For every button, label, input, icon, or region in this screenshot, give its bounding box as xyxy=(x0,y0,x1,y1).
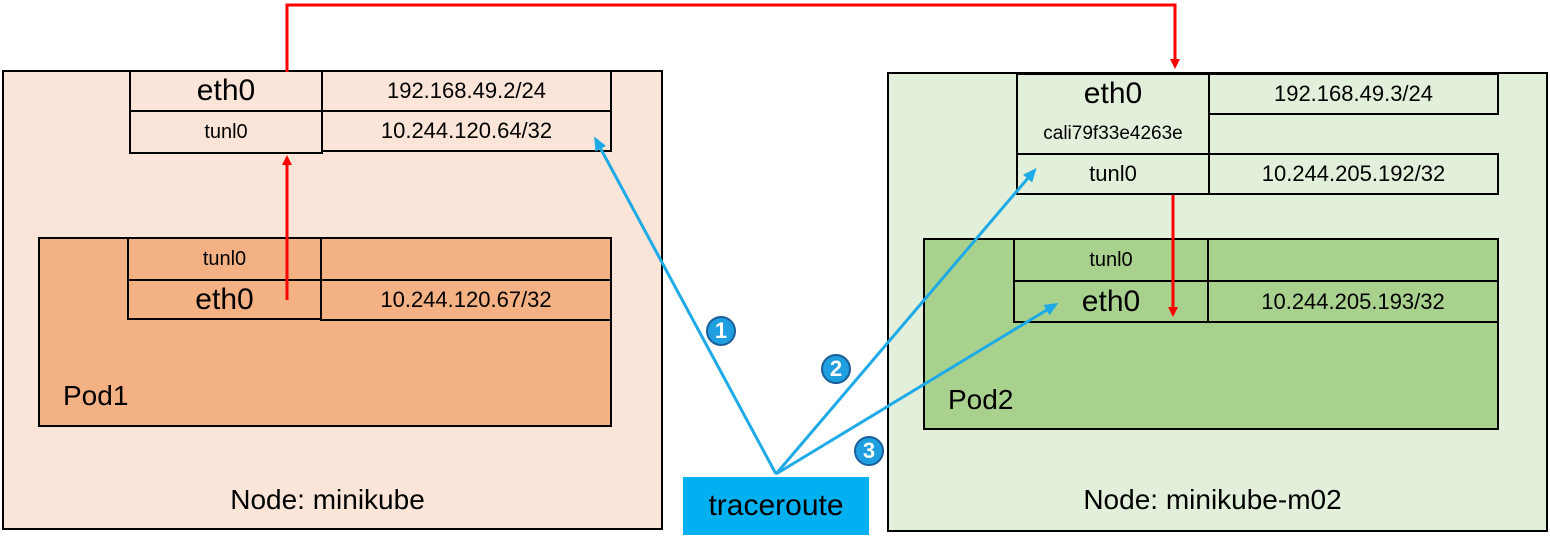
node-minikube-tunl0-ip: 10.244.120.64/32 xyxy=(321,110,612,152)
node-minikube-title: Node: minikube xyxy=(230,484,425,515)
pod1-eth0-name: eth0 xyxy=(127,279,322,320)
pod1-label: Pod1 xyxy=(63,380,129,411)
node-m02-cali-name: cali79f33e4263e xyxy=(1016,113,1210,155)
pod2-eth0-ip: 10.244.205.193/32 xyxy=(1207,280,1499,323)
pod2-eth0-name: eth0 xyxy=(1013,280,1209,323)
node-m02-eth0-name: eth0 xyxy=(1016,73,1210,115)
traceroute-box: traceroute xyxy=(683,477,869,535)
hop-3-badge: 3 xyxy=(854,436,884,466)
pod2-label: Pod2 xyxy=(948,384,1014,415)
pod1-tunl0-ip xyxy=(320,237,612,281)
node-minikube-tunl0-name: tunl0 xyxy=(129,110,323,154)
hop-2-badge: 2 xyxy=(821,354,851,384)
hop-1-badge: 1 xyxy=(706,316,736,346)
node-m02-tunl0-name: tunl0 xyxy=(1016,153,1210,195)
red-arrow-node-to-node xyxy=(285,3,1180,72)
pod1-tunl0-name: tunl0 xyxy=(127,237,322,281)
node-m02-eth0-ip: 192.168.49.3/24 xyxy=(1208,73,1499,115)
pod2-tunl0-ip xyxy=(1207,238,1499,282)
pod1-eth0-ip: 10.244.120.67/32 xyxy=(320,279,612,321)
node-m02-tunl0-ip: 10.244.205.192/32 xyxy=(1208,153,1499,195)
pod2-tunl0-name: tunl0 xyxy=(1013,238,1209,282)
node-minikube-m02-title: Node: minikube-m02 xyxy=(1083,484,1342,515)
node-minikube-eth0-ip: 192.168.49.2/24 xyxy=(321,70,612,112)
node-minikube-eth0-name: eth0 xyxy=(129,70,323,112)
